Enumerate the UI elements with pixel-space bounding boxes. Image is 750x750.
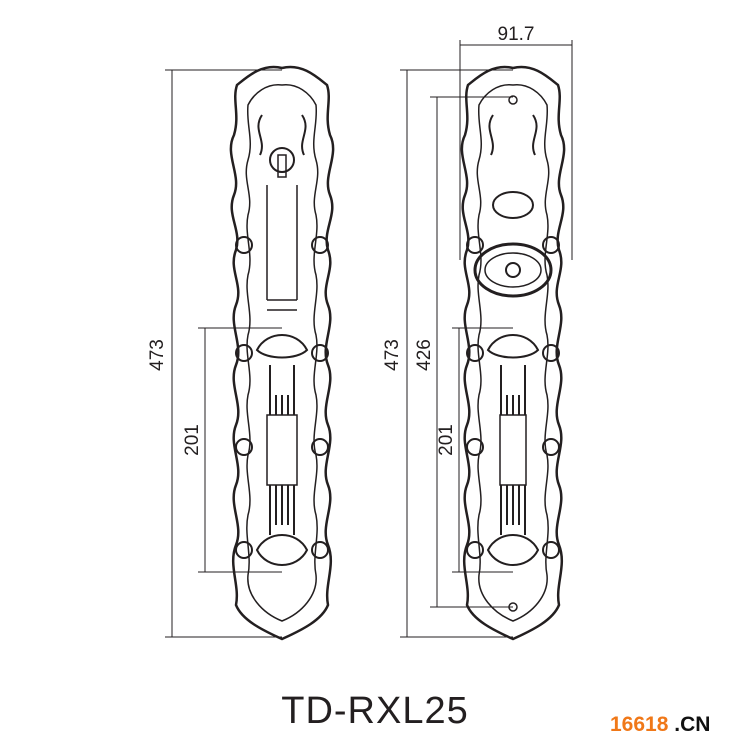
right-handle-spacing: 201 [436,424,457,456]
left-escutcheon-plate [229,65,335,641]
watermark-suffix: .CN [674,713,711,736]
dimension-lines [165,40,573,638]
right-hole-spacing: 426 [414,339,435,371]
model-title: TD-RXL25 [281,690,469,732]
right-width: 91.7 [498,24,535,45]
left-handle-spacing: 201 [182,424,203,456]
right-escutcheon-plate [460,65,566,641]
left-total-height: 473 [147,339,168,371]
watermark: 16618 .CN [610,713,710,737]
right-total-height: 473 [382,339,403,371]
watermark-number: 16618 [610,713,669,736]
